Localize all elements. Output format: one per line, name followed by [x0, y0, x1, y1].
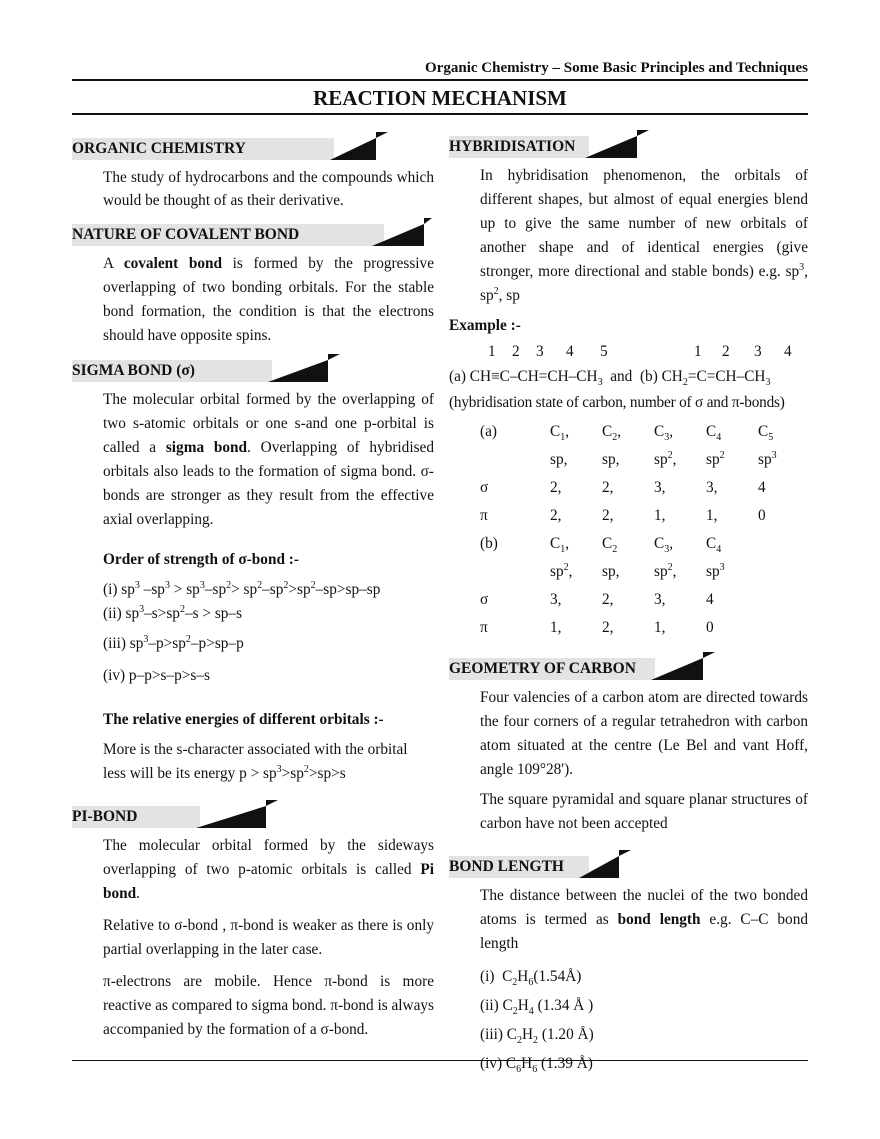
pi-bond-text: The molecular orbital formed by the side… [103, 837, 434, 902]
page-title: REACTION MECHANISM [313, 86, 567, 110]
left-column: ORGANIC CHEMISTRY The study of hydrocarb… [72, 128, 434, 1048]
bond-length-item-ii: (ii) C2H4 (1.34 Å ) [480, 997, 594, 1017]
heading-triangle-icon [585, 130, 649, 158]
section-heading-covalent-bond: NATURE OF COVALENT BOND [72, 218, 434, 248]
organic-chemistry-text: The study of hydrocarbons and the compou… [103, 169, 434, 209]
heading-triangle-icon [651, 652, 715, 680]
sigma-order-iv: (iv) p–p>s–p>s–s [103, 667, 210, 684]
pi-bond-weaker-text: Relative to σ-bond , π-bond is weaker as… [103, 917, 434, 958]
header-rule-top [72, 79, 808, 81]
bond-length-item-iv: (iv) C6H6 (1.39 Å) [480, 1055, 593, 1075]
hybridisation-text: In hybridisation phenomenon, the orbital… [480, 167, 808, 304]
heading-triangle-icon [196, 800, 278, 828]
energies-heading: The relative energies of different orbit… [103, 711, 384, 728]
sigma-order-heading: Order of strength of σ-bond :- [103, 551, 299, 568]
heading-triangle-icon [372, 218, 432, 246]
section-heading-pi-bond: PI-BOND [72, 800, 434, 830]
bond-length-item-iii: (iii) C2H2 (1.20 Å) [480, 1026, 594, 1046]
section-heading-organic-chemistry: ORGANIC CHEMISTRY [72, 132, 434, 162]
geometry-text-2: The square pyramidal and square planar s… [480, 791, 808, 832]
section-heading-bond-length: BOND LENGTH [449, 850, 808, 880]
sigma-order-iii: (iii) sp3–p>sp2–p>sp–p [103, 634, 244, 653]
section-heading-geometry-of-carbon: GEOMETRY OF CARBON [449, 652, 808, 682]
bond-length-text: The distance between the nuclei of the t… [480, 887, 808, 952]
example-formulas: (a) CH≡C–CH=CH–CH3 and (b) CH2=C=CH–CH3 [449, 368, 771, 388]
section-heading-sigma-bond: SIGMA BOND (σ) [72, 354, 434, 384]
pi-bond-mobile-text: π-electrons are mobile. Hence π-bond is … [103, 973, 434, 1038]
covalent-bond-text: A covalent bond is formed by the progres… [103, 255, 434, 344]
table-row: sp2,sp,sp2,sp3 [550, 562, 725, 581]
running-title: Organic Chemistry – Some Basic Principle… [425, 60, 808, 76]
geometry-text: Four valencies of a carbon atom are dire… [480, 689, 808, 778]
example-question: (hybridisation state of carbon, number o… [449, 394, 785, 411]
sigma-order-i: (i) sp3 –sp3 > sp3–sp2> sp2–sp2>sp2–sp>s… [103, 580, 381, 599]
header-rule-bottom [72, 113, 808, 115]
right-column: HYBRIDISATION In hybridisation phenomeno… [449, 128, 808, 1078]
footer-rule [72, 1060, 808, 1061]
energies-text: More is the s-character associated with … [103, 741, 408, 782]
heading-triangle-icon [268, 354, 340, 382]
section-heading-hybridisation: HYBRIDISATION [449, 130, 808, 160]
sigma-order-ii: (ii) sp3–s>sp2–s > sp–s [103, 604, 243, 623]
example-label: Example :- [449, 317, 521, 334]
sigma-bond-text: The molecular orbital formed by the over… [103, 391, 434, 528]
carbon-numbering: 1 2 3 4 5 1 2 3 4 [488, 343, 792, 360]
bond-length-item-i: (i) C2H6(1.54Å) [480, 968, 582, 988]
heading-triangle-icon [579, 850, 631, 878]
heading-triangle-icon [330, 132, 388, 160]
